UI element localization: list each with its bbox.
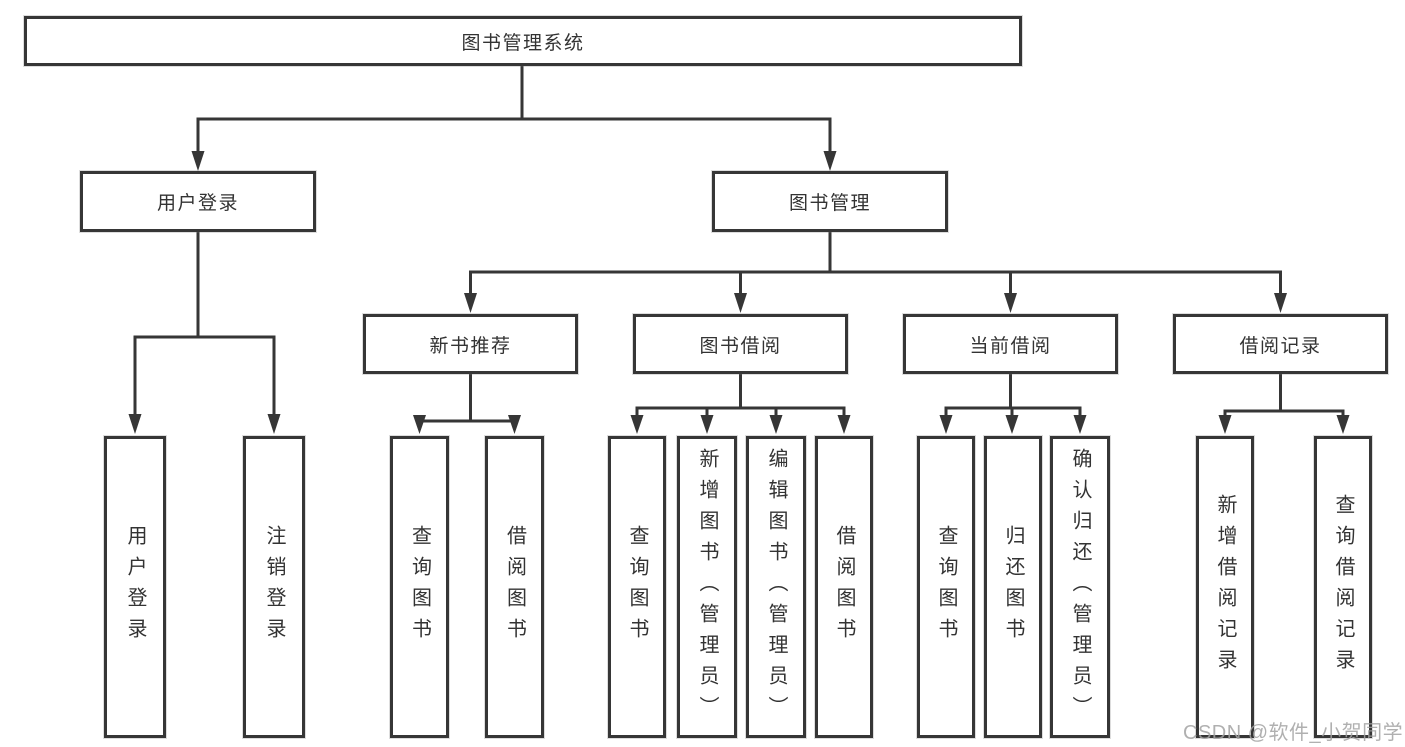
leaf-nb-query-books: 查询图书	[390, 436, 449, 738]
node-label: 用户登录	[124, 525, 146, 649]
node-label: 借阅记录	[1239, 335, 1322, 357]
csdn-watermark: CSDN @软件_小贺同学	[1183, 722, 1404, 744]
leaf-bb-borrow-books: 借阅图书	[815, 436, 873, 738]
node-label: 编辑图书（管理员）	[765, 447, 787, 727]
leaf-user-login: 用户登录	[104, 436, 166, 738]
node-current-borrow: 当前借阅	[903, 314, 1118, 374]
node-label: 图书借阅	[699, 335, 782, 357]
leaf-cb-query-books: 查询图书	[917, 436, 975, 738]
node-label: 查询借阅记录	[1332, 494, 1354, 680]
leaf-br-add-record: 新增借阅记录	[1196, 436, 1254, 738]
node-label: 新增借阅记录	[1214, 494, 1236, 680]
leaf-br-query-record: 查询借阅记录	[1314, 436, 1372, 738]
node-label: 查询图书	[626, 525, 648, 649]
node-user-login: 用户登录	[80, 171, 316, 232]
leaf-cb-return-books: 归还图书	[984, 436, 1042, 738]
leaf-bb-query-books: 查询图书	[608, 436, 666, 738]
node-label: 归还图书	[1002, 525, 1024, 649]
node-label: 图书管理	[788, 193, 871, 214]
node-label: 借阅图书	[503, 525, 526, 649]
node-label: 确认归还（管理员）	[1069, 447, 1091, 727]
leaf-nb-borrow-books: 借阅图书	[485, 436, 544, 738]
node-label: 图书管理系统	[461, 32, 585, 54]
node-label: 新增图书（管理员）	[696, 447, 718, 727]
leaf-cb-confirm-return-admin: 确认归还（管理员）	[1050, 436, 1110, 738]
leaf-logout-login: 注销登录	[243, 436, 305, 738]
node-label: 新书推荐	[429, 335, 512, 357]
node-book-borrow: 图书借阅	[633, 314, 848, 374]
leaf-bb-add-books-admin: 新增图书（管理员）	[677, 436, 737, 738]
node-new-book-recommend: 新书推荐	[363, 314, 578, 374]
node-label: 当前借阅	[969, 335, 1052, 357]
node-label: 注销登录	[263, 525, 285, 649]
node-label: 借阅图书	[833, 525, 855, 649]
leaf-bb-edit-books-admin: 编辑图书（管理员）	[746, 436, 806, 738]
node-borrow-records: 借阅记录	[1173, 314, 1388, 374]
node-library-management-system: 图书管理系统	[24, 16, 1022, 66]
node-label: 用户登录	[156, 193, 239, 214]
node-label: 查询图书	[408, 525, 431, 649]
node-label: 查询图书	[935, 525, 957, 649]
node-book-management: 图书管理	[712, 171, 948, 232]
